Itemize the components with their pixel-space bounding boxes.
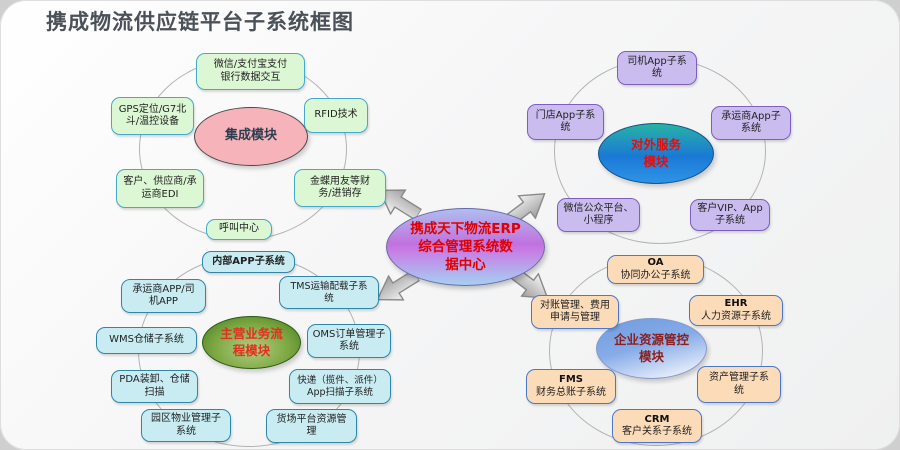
integration-module-ellipse: 集成模块 xyxy=(194,107,308,166)
node-wms: WMS仓储子系统 xyxy=(96,327,197,354)
node-ehr-label: 人力资源子系统 xyxy=(701,310,771,322)
node-oms: OMS订单管理子 系统 xyxy=(307,324,391,358)
resource-control-module-ellipse: 企业资源管控 模块 xyxy=(596,318,707,379)
node-internal-app: 内部APP子系统 xyxy=(202,251,295,273)
node-wechat-alipay-payment: 微信/支付宝支付 银行数据交互 xyxy=(196,53,305,90)
node-store-app: 门店App子系 统 xyxy=(527,104,604,140)
node-crm-label: 客户关系子系统 xyxy=(622,426,692,437)
external-service-module-ellipse: 对外服务 模块 xyxy=(598,123,714,184)
node-tms: TMS运输配载子系 统 xyxy=(279,276,379,309)
node-asset-management: 资产管理子系 统 xyxy=(697,366,781,403)
node-kingdee-yonyou-finance: 金蝶用友等财 务/进销存 xyxy=(294,169,386,207)
node-pda-scan: PDA装卸、仓储 扫描 xyxy=(111,370,198,403)
node-reconciliation-expense: 对账管理、费用 申请与管理 xyxy=(531,295,619,329)
node-rfid: RFID技术 xyxy=(304,98,368,133)
node-park-property: 园区物业管理子 系统 xyxy=(141,409,231,442)
node-crm-acronym: CRM xyxy=(644,413,670,425)
node-customer-vip-app: 客户VIP、App 子系统 xyxy=(690,199,770,231)
node-fms-label: 财务总账子系统 xyxy=(536,386,606,398)
node-call-center: 呼叫中心 xyxy=(206,219,272,240)
node-carrier-app: 承运商App子 系统 xyxy=(711,106,791,140)
node-yard-resource: 货场平台资源管 理 xyxy=(266,409,357,443)
node-carrier-driver-app: 承运商APP/司 机APP xyxy=(121,279,206,313)
node-wechat-public-platform: 微信公众平台、 小程序 xyxy=(557,198,640,232)
node-fms-acronym: FMS xyxy=(559,374,583,385)
node-ehr-acronym: EHR xyxy=(724,298,748,309)
node-gps-g7-temperature: GPS定位/G7北 斗/温控设备 xyxy=(111,97,194,135)
main-business-module-ellipse: 主营业务流 程模块 xyxy=(202,316,301,369)
node-customer-supplier-edi: 客户、供应商/承 运商EDI xyxy=(116,169,204,208)
page-title: 携成物流供应链平台子系统框图 xyxy=(46,10,354,34)
node-oa-label: 协同办公子系统 xyxy=(620,269,691,281)
node-express-scan-app: 快递（揽件、派件） App扫描子系统 xyxy=(289,369,391,404)
node-oa-acronym: OA xyxy=(647,257,664,268)
erp-data-center-hub: 携成天下物流ERP 综合管理系统数 据中心 xyxy=(386,208,545,286)
node-driver-app: 司机App子系 统 xyxy=(617,51,697,85)
arrow-to-integration-icon xyxy=(378,189,423,221)
